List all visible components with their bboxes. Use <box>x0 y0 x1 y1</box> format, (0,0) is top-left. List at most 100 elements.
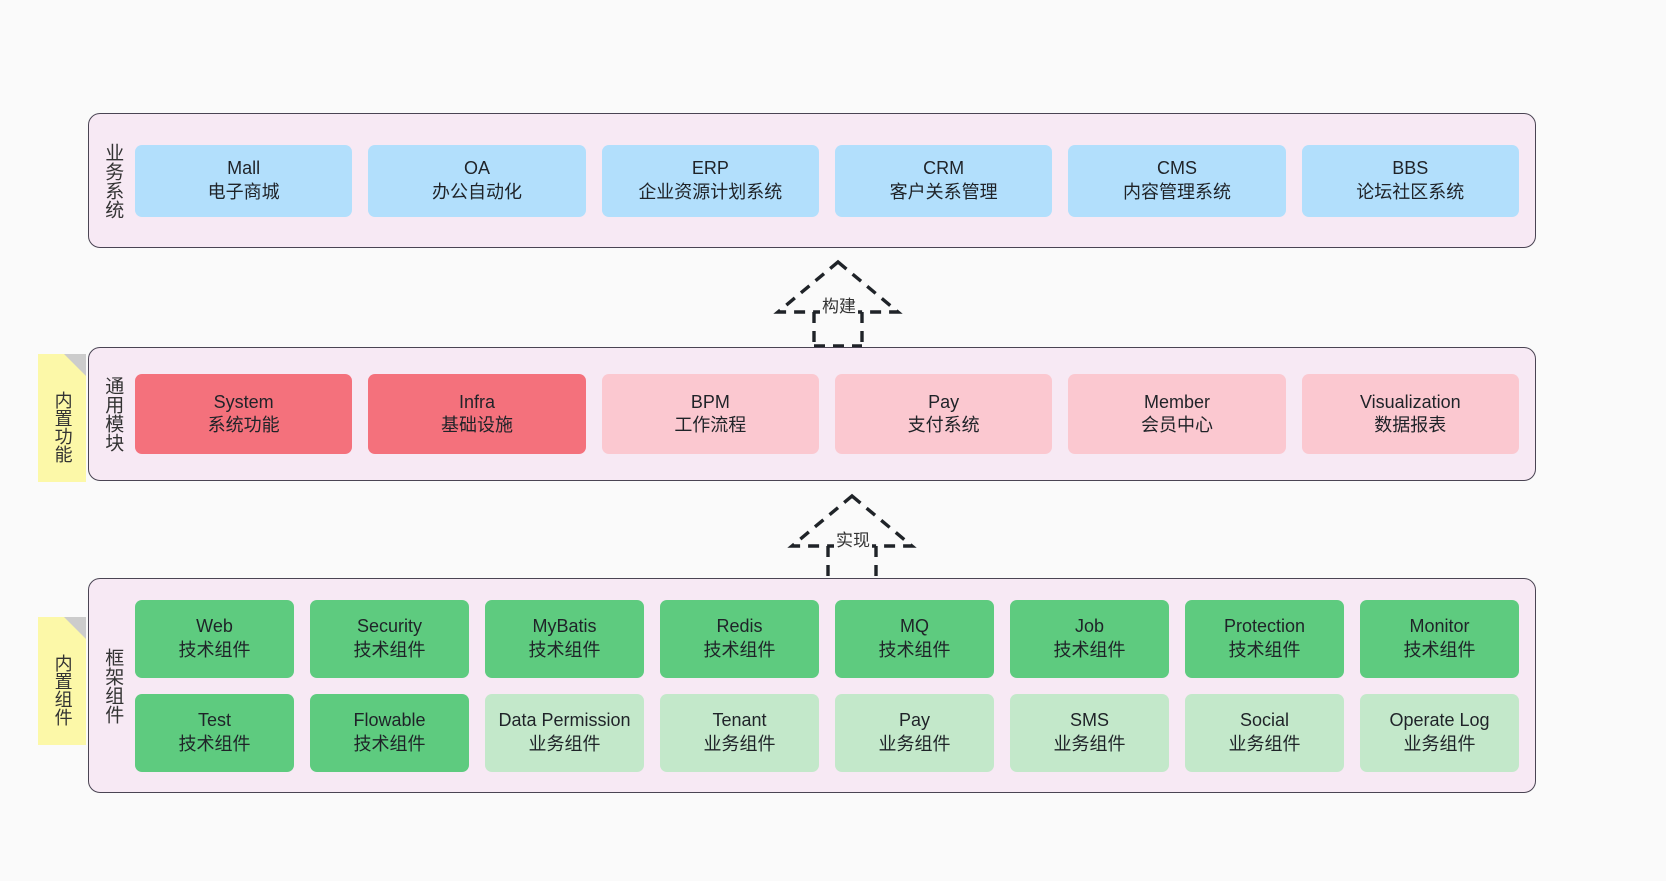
card-sms-cn: 业务组件 <box>1053 733 1126 754</box>
connector-implement-label: 实现 <box>834 526 872 551</box>
layer-framework-components-body: Web 技术组件 Security 技术组件 MyBatis 技术组件 Redi… <box>135 579 1535 792</box>
card-mybatis-en: MyBatis <box>532 616 597 637</box>
layer-common-modules[interactable]: 通用模块 System 系统功能 Infra 基础设施 BPM 工作流程 Pay… <box>88 347 1536 481</box>
card-erp[interactable]: ERP 企业资源计划系统 <box>601 144 819 217</box>
card-pay-module-en: Pay <box>928 391 960 412</box>
card-cms-cn: 内容管理系统 <box>1122 181 1231 202</box>
sticky-note-builtin-features-label: 内置功能 <box>52 391 73 463</box>
card-operate-log[interactable]: Operate Log 业务组件 <box>1360 693 1519 772</box>
card-pay-module[interactable]: Pay 支付系统 <box>834 374 1053 454</box>
card-sms[interactable]: SMS 业务组件 <box>1010 693 1169 772</box>
card-oa[interactable]: OA 办公自动化 <box>368 144 586 217</box>
card-mall[interactable]: Mall 电子商城 <box>135 144 353 217</box>
card-redis-cn: 技术组件 <box>703 639 776 660</box>
card-visualization-cn: 数据报表 <box>1374 415 1447 435</box>
layer-framework-components[interactable]: 框架组件 Web 技术组件 Security 技术组件 MyBatis 技术组件… <box>88 578 1536 793</box>
card-crm-en: CRM <box>923 158 965 179</box>
card-monitor[interactable]: Monitor 技术组件 <box>1360 599 1519 678</box>
card-flowable[interactable]: Flowable 技术组件 <box>310 693 469 772</box>
layer-framework-row-business: Test 技术组件 Flowable 技术组件 Data Permission … <box>135 693 1519 772</box>
card-infra-cn: 基础设施 <box>440 415 513 435</box>
card-system[interactable]: System 系统功能 <box>135 374 353 454</box>
card-job-en: Job <box>1074 616 1105 637</box>
card-cms-en: CMS <box>1156 158 1197 179</box>
card-operate-log-en: Operate Log <box>1389 710 1490 731</box>
card-bbs-en: BBS <box>1392 158 1429 179</box>
layer-business-title: 业务系统 <box>102 142 124 219</box>
card-security[interactable]: Security 技术组件 <box>310 599 469 678</box>
card-crm[interactable]: CRM 客户关系管理 <box>834 144 1053 217</box>
layer-business-systems[interactable]: 业务系统 Mall 电子商城 OA 办公自动化 ERP 企业资源计划系统 CRM… <box>88 113 1536 248</box>
card-infra[interactable]: Infra 基础设施 <box>368 374 586 454</box>
card-infra-en: Infra <box>458 391 495 412</box>
card-web-en: Web <box>196 616 233 637</box>
card-flowable-en: Flowable <box>353 710 426 731</box>
card-web-cn: 技术组件 <box>178 639 251 660</box>
card-social-en: Social <box>1239 710 1290 731</box>
card-system-en: System <box>213 391 274 412</box>
card-redis-en: Redis <box>716 616 763 637</box>
card-test[interactable]: Test 技术组件 <box>135 693 294 772</box>
card-redis[interactable]: Redis 技术组件 <box>660 599 819 678</box>
card-bbs[interactable]: BBS 论坛社区系统 <box>1301 144 1519 217</box>
card-monitor-cn: 技术组件 <box>1403 639 1476 660</box>
sticky-note-builtin-features[interactable]: 内置功能 <box>38 354 86 482</box>
card-tenant[interactable]: Tenant 业务组件 <box>660 693 819 772</box>
card-tenant-en: Tenant <box>712 710 767 731</box>
card-test-en: Test <box>197 710 231 731</box>
card-security-cn: 技术组件 <box>353 639 426 660</box>
card-security-en: Security <box>356 616 423 637</box>
card-bbs-cn: 论坛社区系统 <box>1356 181 1465 202</box>
card-protection-en: Protection <box>1223 616 1306 637</box>
card-protection[interactable]: Protection 技术组件 <box>1185 599 1344 678</box>
card-oa-en: OA <box>463 158 490 179</box>
connector-build: 构建 <box>758 258 918 348</box>
card-member-cn: 会员中心 <box>1140 415 1213 435</box>
layer-framework-row-tech: Web 技术组件 Security 技术组件 MyBatis 技术组件 Redi… <box>135 599 1519 678</box>
card-monitor-en: Monitor <box>1409 616 1470 637</box>
card-pay-component[interactable]: Pay 业务组件 <box>835 693 994 772</box>
card-mybatis-cn: 技术组件 <box>528 639 601 660</box>
layer-common-modules-title: 通用模块 <box>102 376 124 452</box>
connector-build-label: 构建 <box>820 292 858 317</box>
card-crm-cn: 客户关系管理 <box>889 181 998 202</box>
card-erp-en: ERP <box>691 158 729 179</box>
sticky-note-builtin-components-label: 内置组件 <box>52 654 73 726</box>
card-operate-log-cn: 业务组件 <box>1403 733 1476 754</box>
card-oa-cn: 办公自动化 <box>431 181 522 202</box>
layer-framework-components-title: 框架组件 <box>102 647 124 724</box>
layer-common-modules-row: System 系统功能 Infra 基础设施 BPM 工作流程 Pay 支付系统… <box>135 374 1519 454</box>
card-mall-cn: 电子商城 <box>207 181 280 202</box>
card-data-permission[interactable]: Data Permission 业务组件 <box>485 693 644 772</box>
sticky-note-builtin-components[interactable]: 内置组件 <box>38 617 86 745</box>
card-bpm[interactable]: BPM 工作流程 <box>601 374 819 454</box>
card-mall-en: Mall <box>227 158 261 179</box>
card-social[interactable]: Social 业务组件 <box>1185 693 1344 772</box>
layer-business-row: Mall 电子商城 OA 办公自动化 ERP 企业资源计划系统 CRM 客户关系… <box>135 144 1519 217</box>
connector-implement: 实现 <box>772 492 932 582</box>
card-mq-cn: 技术组件 <box>878 639 951 660</box>
card-system-cn: 系统功能 <box>207 415 280 435</box>
card-protection-cn: 技术组件 <box>1228 639 1301 660</box>
card-web[interactable]: Web 技术组件 <box>135 599 294 678</box>
card-data-permission-cn: 业务组件 <box>528 733 601 754</box>
card-erp-cn: 企业资源计划系统 <box>638 181 783 202</box>
card-mybatis[interactable]: MyBatis 技术组件 <box>485 599 644 678</box>
card-tenant-cn: 业务组件 <box>703 733 776 754</box>
card-sms-en: SMS <box>1069 710 1109 731</box>
layer-business-body: Mall 电子商城 OA 办公自动化 ERP 企业资源计划系统 CRM 客户关系… <box>135 114 1535 247</box>
layer-common-modules-body: System 系统功能 Infra 基础设施 BPM 工作流程 Pay 支付系统… <box>135 348 1535 480</box>
card-pay-component-cn: 业务组件 <box>878 733 951 754</box>
card-member[interactable]: Member 会员中心 <box>1068 374 1286 454</box>
card-pay-component-en: Pay <box>898 710 931 731</box>
card-bpm-en: BPM <box>690 391 730 412</box>
card-member-en: Member <box>1143 391 1210 412</box>
card-cms[interactable]: CMS 内容管理系统 <box>1068 144 1286 217</box>
card-social-cn: 业务组件 <box>1228 733 1301 754</box>
card-pay-module-cn: 支付系统 <box>907 415 980 435</box>
card-test-cn: 技术组件 <box>178 733 251 754</box>
card-mq[interactable]: MQ 技术组件 <box>835 599 994 678</box>
card-job[interactable]: Job 技术组件 <box>1010 599 1169 678</box>
card-visualization[interactable]: Visualization 数据报表 <box>1301 374 1519 454</box>
